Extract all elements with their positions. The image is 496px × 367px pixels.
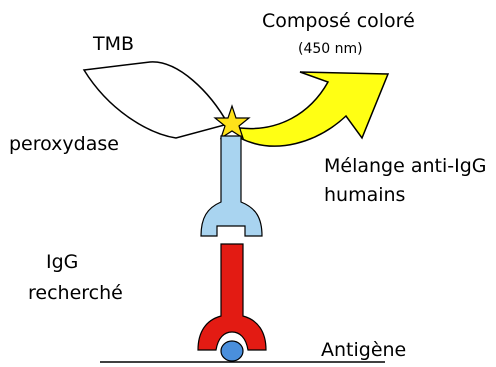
label-anti-igg-line1: Mélange anti-IgG: [324, 155, 487, 177]
secondary-antibody: [201, 136, 262, 236]
substrate-arrow: [84, 62, 228, 138]
label-igg-line1: IgG: [46, 251, 78, 273]
label-antigene: Antigène: [321, 339, 406, 361]
label-compose-colore: Composé coloré: [262, 10, 415, 32]
product-arrow: [240, 72, 388, 146]
label-peroxydase: peroxydase: [9, 133, 119, 155]
label-tmb: TMB: [92, 33, 134, 55]
primary-antibody: [198, 244, 266, 350]
label-anti-igg-line2: humains: [324, 184, 405, 206]
antigen-shape: [221, 341, 243, 361]
label-wavelength: (450 nm): [298, 41, 363, 57]
label-igg-line2: recherché: [28, 282, 123, 304]
